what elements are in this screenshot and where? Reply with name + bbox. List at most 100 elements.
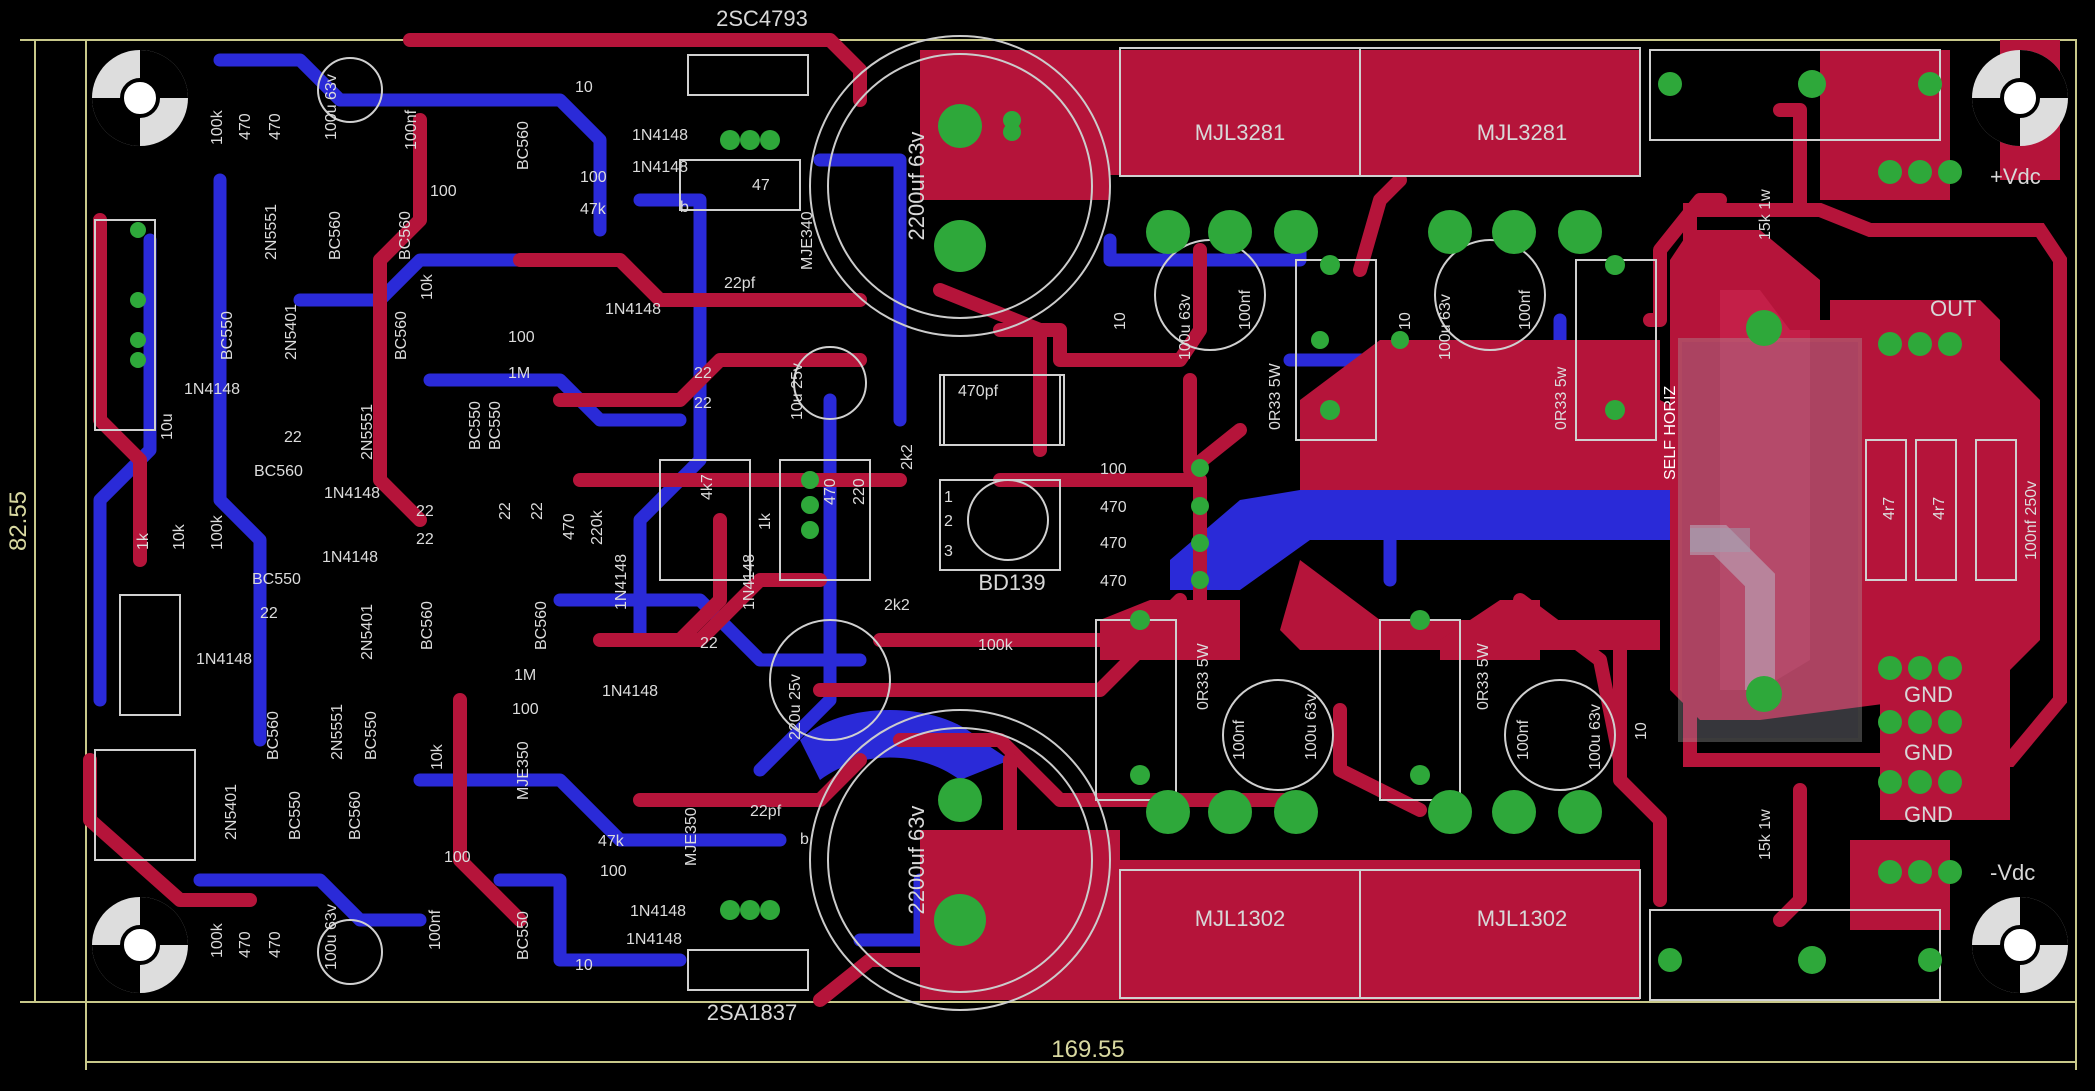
neg-supply-label: -Vdc xyxy=(1990,860,2035,885)
label-r470b-top: 470 xyxy=(267,113,284,140)
label-mje350-top: b xyxy=(680,199,689,216)
label-0r33-a: 0R33 5W xyxy=(1267,362,1284,430)
label-1n4148-l: 1N4148 xyxy=(626,931,682,948)
label-r470-r2: 470 xyxy=(1100,535,1127,552)
label-bc560-e: BC560 xyxy=(254,463,303,480)
vbe-mult-label: BD139 xyxy=(978,570,1045,595)
label-c100u-bot: 100u 63v xyxy=(323,904,340,970)
label-bc550-e: BC550 xyxy=(363,711,380,760)
label-bc560-d: BC560 xyxy=(393,311,410,360)
label-1n4148-k: 1N4148 xyxy=(630,903,686,920)
label-c100u-out1: 100u 63v xyxy=(1177,294,1194,360)
label-r22-b: 22 xyxy=(694,395,712,412)
label-r22-e: 22 xyxy=(416,531,434,548)
label-r220k: 220k xyxy=(589,509,606,545)
label-1n4148-i: 1N4148 xyxy=(196,651,252,668)
board-outline xyxy=(20,39,2077,1070)
out-neg-2-label: MJL1302 xyxy=(1477,906,1568,931)
big-capacitors xyxy=(809,35,1111,1011)
label-r22-h: 22 xyxy=(260,605,278,622)
label-n5401-c: 2N5401 xyxy=(223,784,240,840)
label-r2k2-a: 2k2 xyxy=(899,444,916,470)
out-neg-1-label: MJL1302 xyxy=(1195,906,1286,931)
label-r47-top: 47 xyxy=(752,177,770,194)
out-pos-2-label: MJL3281 xyxy=(1477,120,1568,145)
label-0r33-d: 0R33 5W xyxy=(1475,642,1492,710)
label-c22pf-top: 22pf xyxy=(724,275,756,292)
label-r10-out2: 10 xyxy=(1397,312,1414,330)
label-n5401-b: 2N5401 xyxy=(359,604,376,660)
label-1n4148-b: 1N4148 xyxy=(632,159,688,176)
output-pour-border xyxy=(1683,203,2067,767)
label-r22-f: 22 xyxy=(497,502,514,520)
label-bc560-g: BC560 xyxy=(533,601,550,650)
label-c10u-left: 10u xyxy=(159,413,176,440)
label-r470-amp: 470 xyxy=(822,478,839,505)
label-pin1: 1 xyxy=(944,489,953,506)
label-15k-top: 15k 1w xyxy=(1757,189,1774,240)
label-bc550-a: BC550 xyxy=(219,311,236,360)
out-pos-1-label: MJL3281 xyxy=(1195,120,1286,145)
label-4r7-b: 4r7 xyxy=(1931,497,1948,520)
label-r1m-b: 1M xyxy=(514,667,536,684)
label-r470a-bot: 470 xyxy=(237,931,254,958)
label-1n4148-e: 1N4148 xyxy=(324,485,380,502)
label-bc550-b: BC550 xyxy=(467,401,484,450)
label-r2k2-b: 2k2 xyxy=(884,597,910,614)
label-bc560-h: BC560 xyxy=(265,711,282,760)
pads xyxy=(130,70,1962,974)
label-c100u-top: 100u 63v xyxy=(323,74,340,140)
label-bc560-i: BC560 xyxy=(347,791,364,840)
label-r470-mid: 470 xyxy=(561,513,578,540)
label-r22-a: 22 xyxy=(694,365,712,382)
label-1n4148-c: 1N4148 xyxy=(605,301,661,318)
label-n5551-a: 2N5551 xyxy=(263,204,280,260)
label-r1m-a: 1M xyxy=(508,365,530,382)
bottom-driver-label: 2SA1837 xyxy=(707,1000,798,1025)
label-c10u25-top: 10u 25v xyxy=(789,363,806,420)
label-r22-g: 22 xyxy=(529,502,546,520)
label-0r33-c: 0R33 5W xyxy=(1195,642,1212,710)
label-r4k7: 4k7 xyxy=(699,474,716,500)
label-pin2: 2 xyxy=(944,513,953,530)
label-c100nf-o3: 100nf xyxy=(1231,719,1248,760)
big-cap-bottom-label: 2200uf 63v xyxy=(904,806,929,915)
label-c100u-out4: 100u 63v xyxy=(1587,704,1604,770)
label-1n4148-j: 1N4148 xyxy=(602,683,658,700)
label-r100-a: 100 xyxy=(430,183,457,200)
label-c22pf-bot: 22pf xyxy=(750,803,782,820)
label-r100-d: 100 xyxy=(444,849,471,866)
label-c470pf: 470pf xyxy=(958,383,999,400)
label-r100k-bot: 100k xyxy=(209,922,226,958)
label-r22-d: 22 xyxy=(416,503,434,520)
label-pin3: 3 xyxy=(944,543,953,560)
inductor-self: SELF HORIZ xyxy=(1662,338,1862,742)
label-bc550-g: BC550 xyxy=(515,911,532,960)
label-r10-out3: 10 xyxy=(1633,722,1650,740)
label-n5401-a: 2N5401 xyxy=(283,304,300,360)
label-c100nf-bot: 100nf xyxy=(427,909,444,950)
output-label: OUT xyxy=(1930,296,1976,321)
label-r47k-top: 47k xyxy=(580,201,607,218)
label-r470-r3: 470 xyxy=(1100,573,1127,590)
label-1n4148-a: 1N4148 xyxy=(632,127,688,144)
label-pinb-bot: b xyxy=(800,831,809,848)
label-c100nf250: 100nf 250v xyxy=(2023,481,2040,560)
label-r1k-a: 1k xyxy=(757,512,774,530)
label-r470-r1: 470 xyxy=(1100,499,1127,516)
label-1n4148-h: 1N4148 xyxy=(322,549,378,566)
label-15k-bot: 15k 1w xyxy=(1757,809,1774,860)
gnd-2-label: GND xyxy=(1904,740,1953,765)
label-r100k-mid: 100k xyxy=(978,637,1014,654)
pos-supply-label: +Vdc xyxy=(1990,164,2041,189)
label-r100-right: 100 xyxy=(1100,461,1127,478)
label-vas-top: MJE340 xyxy=(799,211,816,270)
label-0r33-b: 0R33 5w xyxy=(1553,366,1570,430)
label-bc550-f: BC550 xyxy=(287,791,304,840)
label-r10k-c: 10k xyxy=(429,743,446,770)
label-mje350-bot: MJE350 xyxy=(683,807,700,866)
label-r47k-bot: 47k xyxy=(598,833,625,850)
label-r100-c: 100 xyxy=(512,701,539,718)
label-4r7-a: 4r7 xyxy=(1881,497,1898,520)
